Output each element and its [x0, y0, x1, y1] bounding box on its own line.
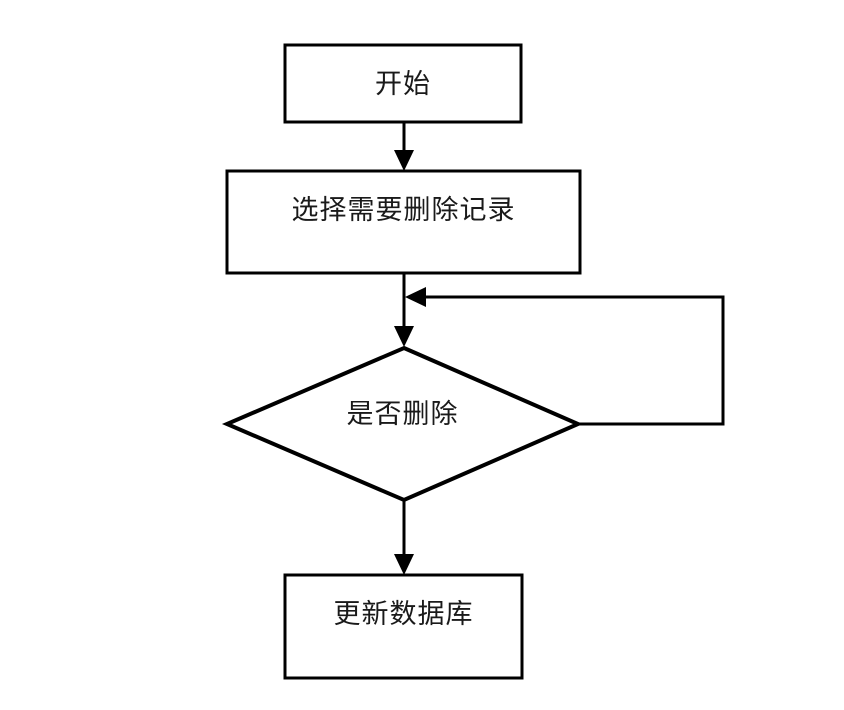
- edge-decide-loopback-arrowhead: [405, 287, 426, 307]
- node-start-label: 开始: [375, 69, 431, 99]
- edge-decide-loopback-line: [416, 295, 725, 426]
- node-select-shape[interactable]: [225, 169, 582, 275]
- node-start-shape[interactable]: [283, 43, 523, 124]
- node-update-shape[interactable]: [283, 573, 524, 680]
- node-update-label: 更新数据库: [333, 599, 474, 629]
- node-decide-label: 是否删除: [346, 399, 459, 429]
- edge-decide-update-arrowhead: [394, 554, 414, 575]
- node-select-label: 选择需要删除记录: [291, 195, 516, 225]
- edge-select-decide-arrowhead: [394, 326, 414, 347]
- edge-start-select-arrowhead: [394, 150, 414, 171]
